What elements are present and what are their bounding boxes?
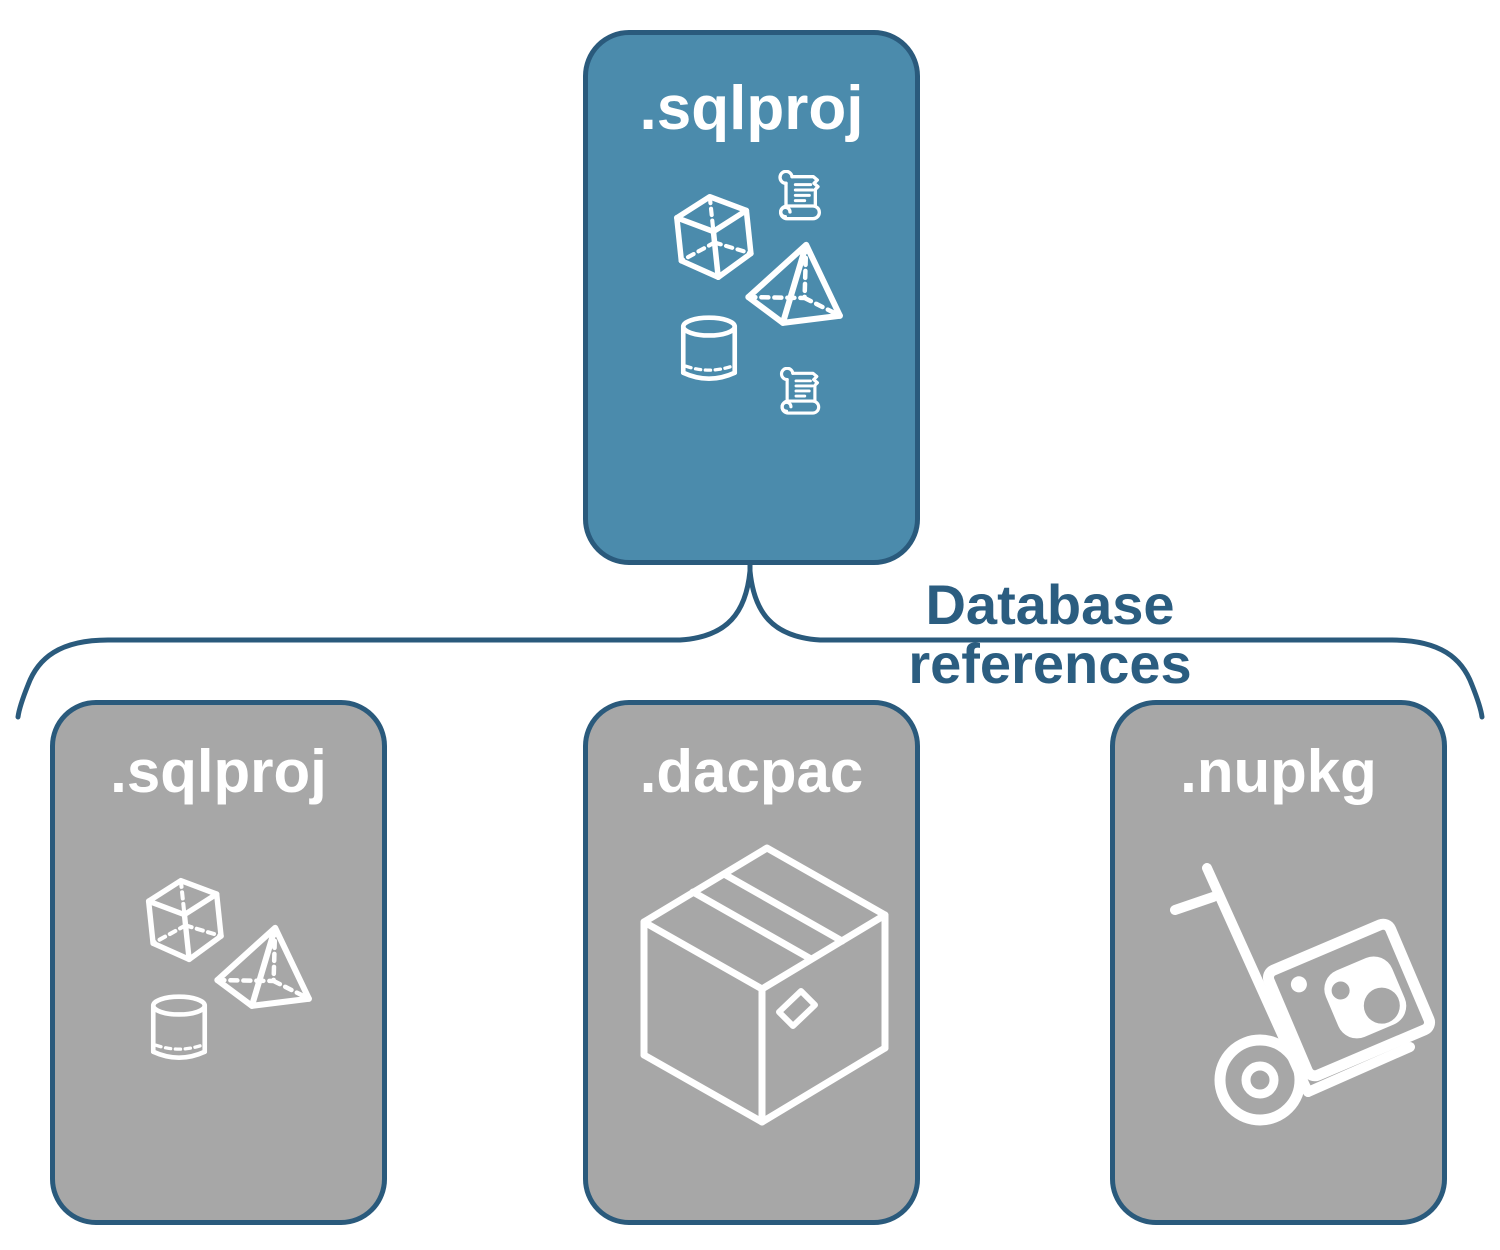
node-nupkg-reference: .nupkg <box>1110 700 1447 1225</box>
cube-icon <box>145 877 224 963</box>
node-dacpac-reference: .dacpac <box>583 700 920 1225</box>
cube-icon <box>674 193 754 281</box>
scroll-icon <box>779 367 821 415</box>
pyramid-icon <box>214 924 312 1009</box>
nuget-package-icon <box>1262 918 1436 1082</box>
node-title: .nupkg <box>1180 738 1377 805</box>
node-sqlproj-root: .sqlproj <box>583 30 920 565</box>
node-title: .sqlproj <box>639 74 864 143</box>
scroll-icon <box>778 170 821 221</box>
pyramid-icon <box>745 241 843 326</box>
connector-label: Database references <box>908 573 1192 695</box>
cylinder-icon <box>150 994 208 1061</box>
node-title: .dacpac <box>639 738 864 805</box>
node-sqlproj-reference: .sqlproj <box>50 700 387 1225</box>
cylinder-icon <box>680 315 738 382</box>
node-title: .sqlproj <box>110 738 327 805</box>
package-box-icon <box>640 844 889 1126</box>
hand-truck-icon <box>1170 863 1436 1126</box>
